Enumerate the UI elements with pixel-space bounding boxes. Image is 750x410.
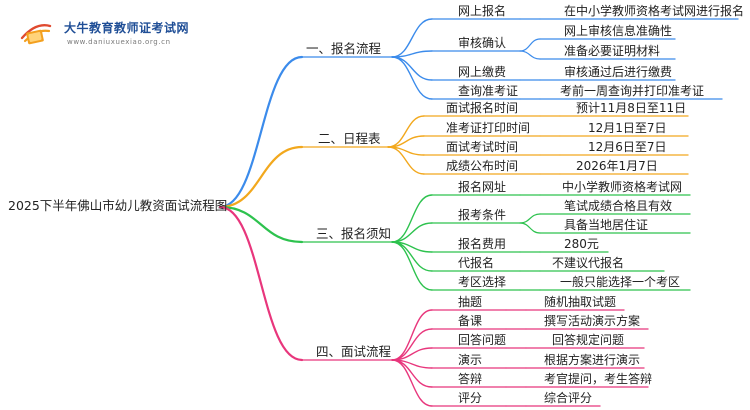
value-draw-question: 随机抽取试题 [544,295,617,309]
connector-item-to-value [519,222,541,234]
connector-section-to-item [391,194,433,243]
connector-section-to-item [387,146,425,175]
item-ticket-print-time: 准考证打印时间 [446,121,531,135]
book-logo-icon [20,24,52,45]
connector-root-to-section [218,205,304,244]
connector-section-to-item [391,222,433,243]
value-results-time: 2026年1月7日 [576,159,658,173]
value-ticket-print-time: 12月1日至7日 [588,121,667,135]
item-demonstration: 演示 [458,353,483,367]
connector-section-to-item [391,241,433,291]
connector-section-to-item [391,18,433,58]
value-demonstration: 根据方案进行演示 [544,353,641,367]
connector-root-to-section [218,205,304,362]
value-residence-permit: 具备当地居住证 [564,218,649,232]
root-topic: 2025下半年佛山市幼儿教资面试流程图 [8,198,228,213]
value-interview-registration-time: 预计11月8日至11日 [576,101,687,115]
item-answer-questions: 回答问题 [458,333,507,347]
item-eligibility: 报考条件 [458,208,507,222]
item-interview-exam-time: 面试考试时间 [446,140,519,154]
item-draw-question: 抽题 [458,295,483,309]
value-online-registration: 在中小学教师资格考试网进行报名 [564,4,745,18]
logo-name: 大牛教育教师证考试网 [64,21,190,35]
item-defense: 答辩 [458,372,483,386]
value-proxy-registration: 不建议代报名 [552,256,625,270]
connector-section-to-item [391,50,433,58]
item-online-payment: 网上缴费 [458,65,507,79]
item-exam-area: 考区选择 [458,275,507,289]
connector-section-to-item [391,309,433,361]
logo-url: www.daniuxuexiao.org.cn [67,38,171,46]
item-admission-ticket: 查询准考证 [458,84,519,98]
item-results-time: 成绩公布时间 [446,159,519,173]
connector-section-to-item [387,115,425,148]
value-registration-website: 中小学教师资格考试网 [562,180,683,194]
logo: 大牛教育教师证考试网 www.daniuxuexiao.org.cn [14,10,189,50]
item-online-registration: 网上报名 [458,4,507,18]
item-registration-fee: 报名费用 [458,237,507,251]
connector-item-to-value [519,50,541,60]
value-review-accuracy: 网上审核信息准确性 [564,24,673,38]
connector-item-to-value [519,38,541,52]
connector-item-to-value [519,213,541,224]
section-interview-process: 四、面试流程 [316,344,392,359]
value-exam-area: 一般只能选择一个考区 [560,275,681,289]
item-proxy-registration: 代报名 [458,256,495,270]
value-interview-exam-time: 12月6日至7日 [588,140,667,154]
connector-section-to-item [391,56,433,100]
value-admission-ticket: 考前一周查询并打印准考证 [560,84,705,98]
section-schedule: 二、日程表 [318,131,381,146]
value-answer-questions: 回答规定问题 [552,333,625,347]
connector-root-to-section [218,145,304,209]
item-registration-website: 报名网址 [458,180,507,194]
value-defense: 考官提问，考生答辩 [544,372,653,386]
item-review-confirm: 审核确认 [458,36,507,50]
section-registration-process: 一、报名流程 [306,41,382,56]
item-scoring: 评分 [458,391,483,405]
item-interview-registration-time: 面试报名时间 [446,101,519,115]
value-online-payment: 审核通过后进行缴费 [564,65,673,79]
item-lesson-prep: 备课 [458,314,483,328]
value-lesson-prep: 撰写活动演示方案 [544,314,641,328]
connector-section-to-item [391,359,433,407]
section-registration-notes: 三、报名须知 [316,226,392,241]
value-registration-fee: 280元 [564,237,599,251]
value-scoring: 综合评分 [544,391,593,405]
connector-root-to-section [218,55,304,209]
value-prepare-materials: 准备必要证明材料 [564,44,661,58]
value-written-test-passed: 笔试成绩合格且有效 [564,199,673,213]
